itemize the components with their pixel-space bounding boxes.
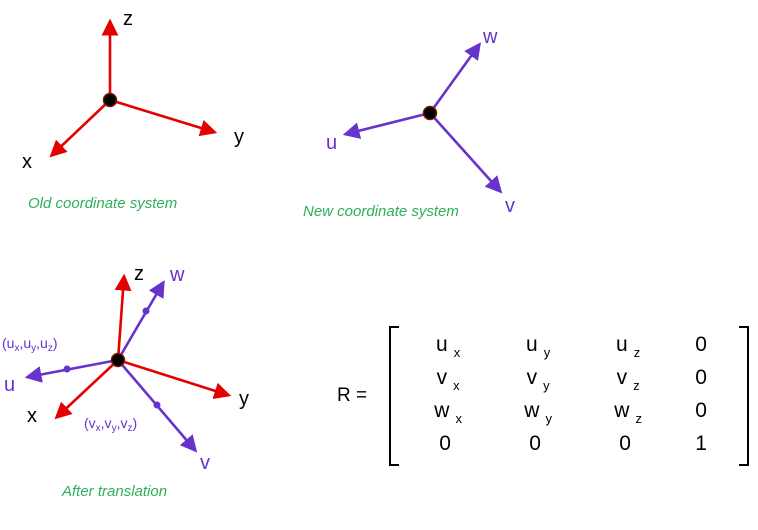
after-translation-diagram: z w y x u v (ux,uy,uz) (vx,vy,vz) (2, 263, 249, 474)
v-vector-components-label: (vx,vy,vz) (84, 415, 137, 434)
matrix-cell: 0 (695, 399, 707, 423)
matrix-left-bracket (389, 326, 400, 466)
matrix-right-bracket (739, 326, 750, 466)
z-axis (114, 273, 132, 362)
new-system-caption: New coordinate system (303, 203, 459, 220)
matrix-cell: 0 (695, 366, 707, 390)
u-axis-label: u (326, 132, 337, 154)
origin-point (422, 105, 438, 121)
y-axis (108, 98, 218, 137)
v-axis-label: v (200, 452, 210, 474)
matrix-cell: 0 (529, 432, 541, 456)
x-axis-label: x (22, 151, 32, 173)
new-coordinate-system-diagram: w u v (326, 26, 515, 217)
v-axis-unit-point (153, 401, 161, 409)
old-coordinate-system-diagram: z y x (22, 8, 244, 173)
v-axis (428, 111, 503, 194)
z-axis-label: z (123, 8, 133, 30)
origin-point (110, 352, 126, 368)
w-axis-label: w (169, 264, 185, 286)
u-axis (342, 111, 432, 139)
x-axis (54, 358, 120, 420)
w-axis (428, 42, 481, 115)
u-axis-label: u (4, 374, 15, 396)
matrix-lhs: R = (337, 385, 368, 406)
w-axis-label: w (482, 26, 498, 48)
v-axis-label: v (505, 195, 515, 217)
old-system-caption: Old coordinate system (28, 195, 178, 212)
w-axis (116, 280, 165, 362)
u-axis (24, 358, 120, 383)
y-axis-label: y (234, 126, 244, 148)
x-axis (49, 98, 112, 158)
matrix-cell: 0 (619, 432, 631, 456)
matrix-cell: 0 (695, 333, 707, 357)
u-axis-unit-point (63, 365, 71, 373)
y-axis-label: y (239, 388, 249, 410)
matrix-cell: 1 (695, 432, 707, 456)
x-axis-label: x (27, 405, 37, 427)
after-translation-caption: After translation (62, 483, 168, 500)
w-axis-unit-point (142, 307, 150, 315)
z-axis-label: z (134, 263, 144, 285)
origin-point (102, 92, 118, 108)
matrix-cell: 0 (439, 432, 451, 456)
u-vector-components-label: (ux,uy,uz) (2, 335, 58, 354)
y-axis (116, 358, 232, 399)
